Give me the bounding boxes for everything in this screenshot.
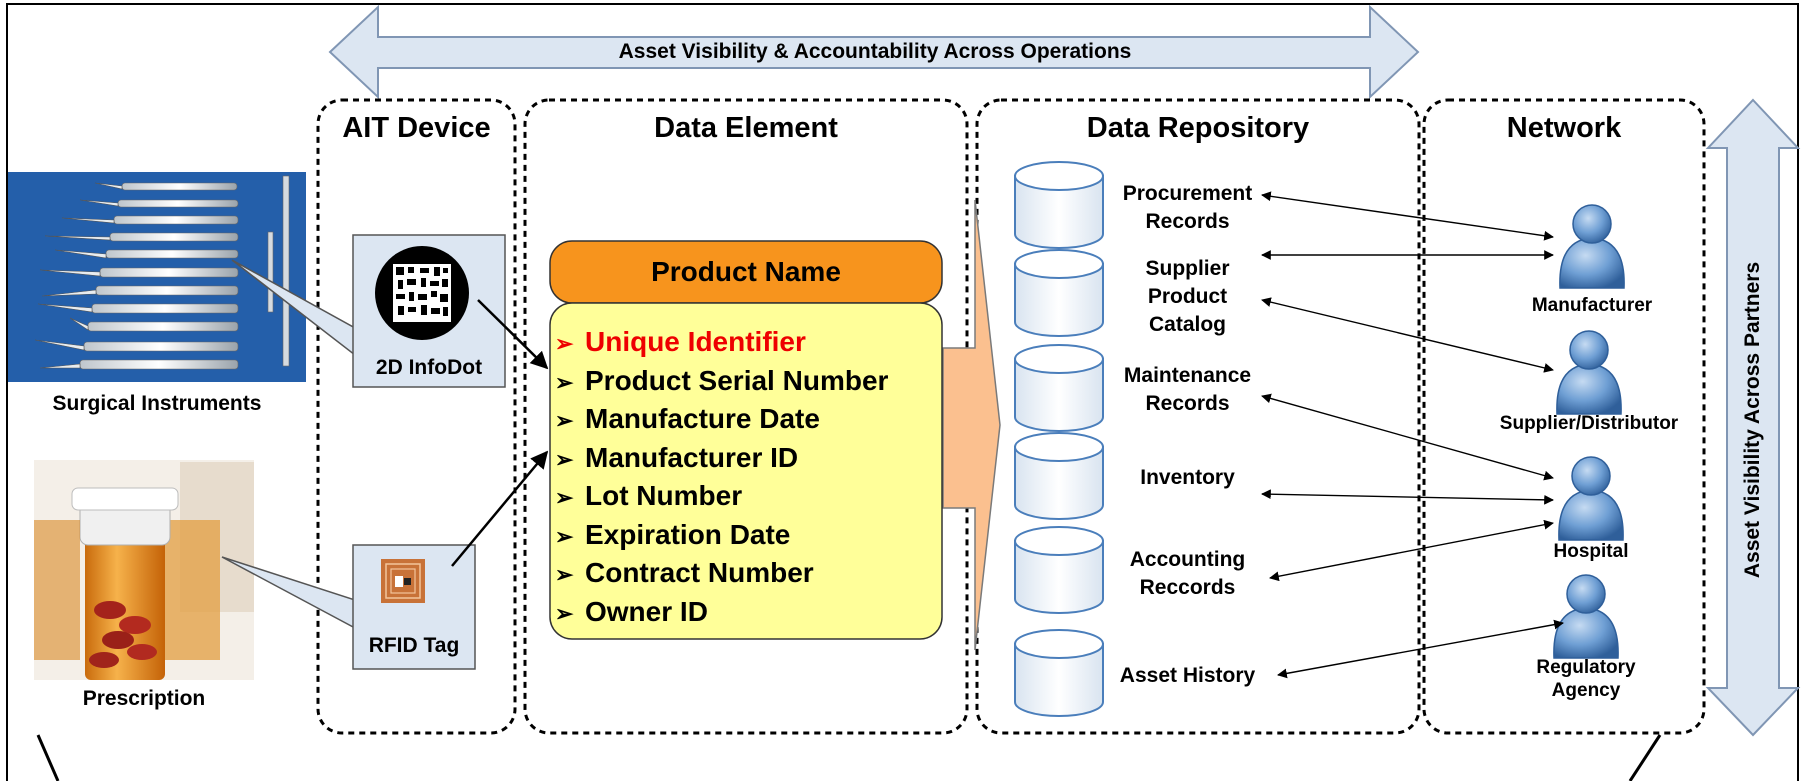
repository-label: Supplier Product Catalog: [1145, 257, 1230, 336]
data-element-item: ➢ Owner ID: [555, 594, 945, 633]
database-icon: [1014, 629, 1104, 717]
partner-icons: [1553, 204, 1625, 659]
bullet-arrow-icon: ➢: [555, 331, 574, 356]
product-name-label: Product Name: [651, 256, 841, 287]
data-element-item: ➢ Unique Identifier: [555, 324, 945, 363]
device-label-infodot: 2D InfoDot: [375, 356, 483, 379]
arrow-accounting-hospital: [1269, 519, 1554, 582]
panel-ait-device: [316, 98, 517, 735]
top-banner-arrow: [328, 4, 1420, 100]
rfid-tag-image: [381, 559, 425, 603]
database-icon: [1014, 344, 1104, 432]
infodot-symbol: [375, 246, 469, 340]
database-icon: [1014, 432, 1104, 520]
surgical-instruments-image: [8, 172, 306, 382]
bullet-arrow-icon: ➢: [555, 562, 574, 587]
prescription-image: [34, 460, 254, 680]
database-cylinders: [1014, 161, 1104, 717]
data-element-text: Unique Identifier: [585, 326, 806, 357]
data-element-item: ➢ Manufacture Date: [555, 401, 945, 440]
database-icon: [1014, 526, 1104, 614]
panel-title-data-element: Data Element: [654, 112, 838, 144]
repository-label: Maintenance Records: [1123, 364, 1252, 415]
panel-title-ait: AIT Device: [342, 112, 491, 144]
bullet-arrow-icon: ➢: [555, 446, 574, 472]
person-icon: [1559, 204, 1625, 289]
data-element-text: Lot Number: [585, 480, 743, 511]
data-element-box: [549, 302, 943, 640]
bullet-arrow-icon: ➢: [555, 408, 574, 433]
database-icon: [1014, 161, 1104, 249]
person-icon: [1558, 456, 1624, 541]
repository-label: Asset History: [1119, 664, 1256, 687]
data-element-text: Contract Number: [585, 557, 814, 588]
partner-label: Supplier/Distributor: [1499, 413, 1679, 434]
right-banner-label: Asset Visibility Across Partners: [1741, 261, 1764, 579]
data-element-text: Expiration Date: [585, 518, 791, 550]
partner-label: Regulatory Agency: [1536, 657, 1636, 701]
partner-label: Manufacturer: [1531, 295, 1653, 316]
arrow-procurement-manufacturer: [1261, 191, 1554, 241]
outer-frame: [6, 3, 1799, 781]
bullet-arrow-icon: ➢: [555, 600, 574, 626]
data-element-item: ➢ Contract Number: [555, 555, 945, 594]
panel-title-repository: Data Repository: [1086, 112, 1310, 144]
data-flow-arrow: [942, 199, 1001, 651]
network-arrows: [1261, 191, 1564, 679]
partner-label: Hospital: [1553, 541, 1629, 562]
arrow-history-regulatory: [1277, 619, 1564, 679]
repository-label: Procurement Records: [1122, 182, 1253, 233]
top-banner-label: Asset Visibility & Accountability Across…: [618, 40, 1132, 63]
data-element-item: ➢ Expiration Date: [555, 517, 945, 556]
caption-surgical-instruments: Surgical Instruments: [52, 392, 262, 415]
data-element-item: ➢ Product Serial Number: [555, 363, 945, 402]
right-banner-arrow: [1705, 98, 1801, 737]
arrow-supplier-distributor: [1261, 297, 1554, 373]
data-element-text: Manufacture Date: [585, 403, 820, 434]
person-icon: [1553, 574, 1619, 659]
arrow-inventory-hospital: [1261, 489, 1554, 505]
bullet-arrow-icon: ➢: [555, 369, 574, 395]
panel-title-network: Network: [1506, 112, 1622, 144]
data-element-text: Manufacturer ID: [585, 441, 799, 473]
bullet-arrow-icon: ➢: [555, 485, 574, 510]
caption-prescription: Prescription: [82, 687, 206, 710]
person-icon: [1556, 330, 1622, 415]
infodot-to-data-arrow: [477, 299, 549, 370]
rfid-to-data-arrow: [451, 450, 549, 567]
database-icon: [1014, 249, 1104, 337]
bullet-arrow-icon: ➢: [555, 523, 574, 549]
data-element-text: Owner ID: [585, 595, 708, 627]
data-element-list: ➢ Unique Identifier ➢ Product Serial Number…: [555, 324, 945, 632]
data-element-text: Product Serial Number: [585, 364, 889, 396]
repository-label: Accounting Reccords: [1129, 548, 1246, 599]
data-element-item: ➢ Lot Number: [555, 478, 945, 517]
device-label-rfid: RFID Tag: [368, 634, 460, 657]
arrow-maintenance-hospital: [1261, 393, 1554, 481]
data-element-item: ➢ Manufacturer ID: [555, 440, 945, 479]
repository-label: Inventory: [1140, 466, 1235, 489]
bottom-brace: [36, 734, 1662, 781]
